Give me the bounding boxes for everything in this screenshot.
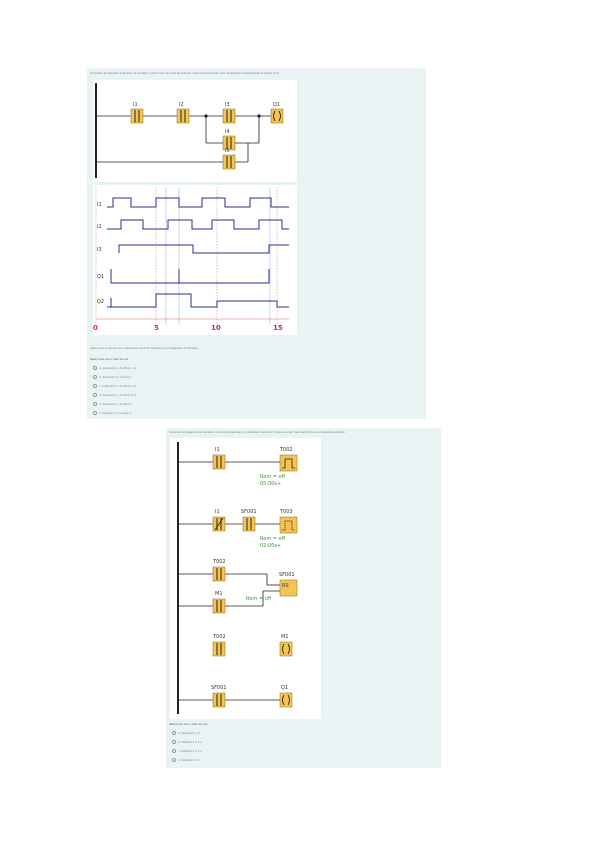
r5-contact: SF001 (211, 685, 227, 708)
q1-option-a[interactable]: a. Intervalo 1 y 5 entre 1 y 4 (93, 366, 136, 371)
tick-5: 5 (154, 324, 159, 332)
q1-option-c[interactable]: c. Intervalo 3 y 4 entre 1 y 4 (93, 384, 136, 389)
radio-icon[interactable] (93, 402, 98, 407)
question-2-card: Considere el diagrama de escalera con te… (166, 428, 441, 768)
r1-contact-label: I1 (215, 447, 220, 453)
r3-contact-2: M1 (212, 591, 226, 614)
r3-contact-2-label: M1 (215, 591, 223, 597)
radio-icon[interactable] (93, 393, 98, 398)
q2-option-c[interactable]: c. Salida Q1 = 2 s (172, 749, 202, 754)
signal-i3-label: I3 (97, 247, 102, 253)
r5-coil-label: Q1 (281, 685, 288, 691)
q1-option-d[interactable]: d. Intervalo 1 y 2 entre 3 y 4 (93, 393, 137, 398)
r3-block-label: SF001 (279, 572, 295, 578)
r2-note-2: 02:00s+ (260, 543, 281, 549)
question-2-prompt: Considere el diagrama de escalera con te… (169, 431, 346, 434)
tick-15: 15 (273, 324, 283, 332)
radio-icon[interactable] (93, 366, 98, 371)
signal-q2-label: Q2 (97, 299, 104, 305)
radio-icon[interactable] (172, 740, 177, 745)
timing-markers (165, 187, 271, 325)
question-2-select-label: Seleccione una o más de una: (169, 723, 209, 726)
radio-icon[interactable] (93, 384, 98, 389)
r1-contact: I1 (212, 447, 226, 470)
contact-i5: I5 (222, 148, 236, 170)
r4-coil: M1 (279, 634, 293, 657)
contact-i5-label: I5 (225, 148, 230, 154)
ladder-diagram-1: I1 I2 I3 I4 (93, 80, 297, 182)
q2-option-d[interactable]: d. Salida Q1 = 4 (172, 758, 200, 763)
signal-q1-label: Q1 (97, 274, 104, 280)
contact-i4-label: I4 (225, 129, 230, 135)
r1-note-2: 05:00s+ (260, 481, 281, 487)
r4-contact: T002 (212, 634, 226, 657)
question-1-select-label: Seleccione una o más de una: (90, 358, 130, 361)
q1-option-e[interactable]: e. Intervalo 1 y 4 entre 3 (93, 402, 132, 407)
r5-coil: Q1 (279, 685, 293, 708)
r2-contact: I1 (212, 509, 226, 532)
r3-contact-label: T002 (212, 559, 226, 565)
timing-grid (95, 187, 278, 325)
radio-icon[interactable] (172, 731, 177, 736)
tick-10: 10 (211, 324, 221, 332)
radio-icon[interactable] (172, 749, 177, 754)
contact-i3: I3 (222, 102, 236, 124)
ladder-diagram-2: I1 T002 Rem = off 05:00s+ I1 (170, 438, 321, 719)
contact-i1: I1 (130, 102, 144, 124)
q2-option-b[interactable]: b. Salida Q1 = 1 s (172, 740, 202, 745)
signal-q2-row: Q2 (97, 293, 289, 308)
r2-contact-label: I1 (215, 509, 220, 515)
timing-axis: 0 5 10 15 (93, 318, 289, 332)
r1-note-1: Rem = off (260, 474, 286, 480)
radio-icon[interactable] (93, 375, 98, 380)
contact-i4: I4 (222, 129, 236, 151)
r2-contact-2: SF001 (241, 509, 257, 532)
contact-i2-label: I2 (179, 102, 184, 108)
contact-i3-label: I3 (225, 102, 230, 108)
coil-q1-label: Q1 (273, 102, 280, 108)
timing-diagram: I1 I2 I3 Q1 Q2 0 5 (93, 185, 297, 335)
r4-coil-label: M1 (281, 634, 289, 640)
radio-icon[interactable] (93, 411, 98, 416)
signal-i2-label: I2 (97, 224, 102, 230)
r4-contact-label: T002 (212, 634, 226, 640)
contact-i2: I2 (176, 102, 190, 124)
signal-q1-row: Q1 (97, 269, 270, 284)
r2-contact-2-label: SF001 (241, 509, 257, 515)
question-1-card: Considere el siguiente diagrama de escal… (87, 68, 426, 419)
r3-rs-block: RS SF001 (279, 572, 298, 597)
r1-timer-label: T002 (279, 447, 293, 453)
q1-option-f[interactable]: f. Intervalo 1 y 3 entre 3 (93, 411, 131, 416)
tick-0: 0 (93, 324, 98, 332)
r2-timer-label: T003 (279, 509, 293, 515)
radio-icon[interactable] (172, 758, 177, 763)
contact-i1-label: I1 (133, 102, 138, 108)
r3-contact: T002 (212, 559, 226, 582)
r1-timer-block: T002 (279, 447, 298, 472)
q2-option-a[interactable]: a. Salida Q1 = 0 (172, 731, 200, 736)
signal-i2-row: I2 (97, 219, 289, 230)
r2-timer-block: T003 (279, 509, 298, 534)
r2-note-1: Rem = off (260, 536, 286, 542)
signal-i1-row: I1 (97, 197, 289, 208)
r3-note-1: Rem = off (246, 596, 272, 602)
coil-q1: Q1 (270, 102, 284, 124)
r3-rs-label: RS (282, 583, 289, 589)
signal-i1-label: I1 (97, 202, 102, 208)
q1-option-b[interactable]: b. Intervalo 2 y 3 entre 1 (93, 375, 132, 380)
signal-i3-row: I3 (97, 244, 289, 254)
question-1-prompt: Considere el siguiente diagrama de escal… (90, 72, 280, 75)
question-1-sub-prompt: Seleccione la secuencia correcta para lo… (90, 347, 199, 350)
r5-contact-label: SF001 (211, 685, 227, 691)
